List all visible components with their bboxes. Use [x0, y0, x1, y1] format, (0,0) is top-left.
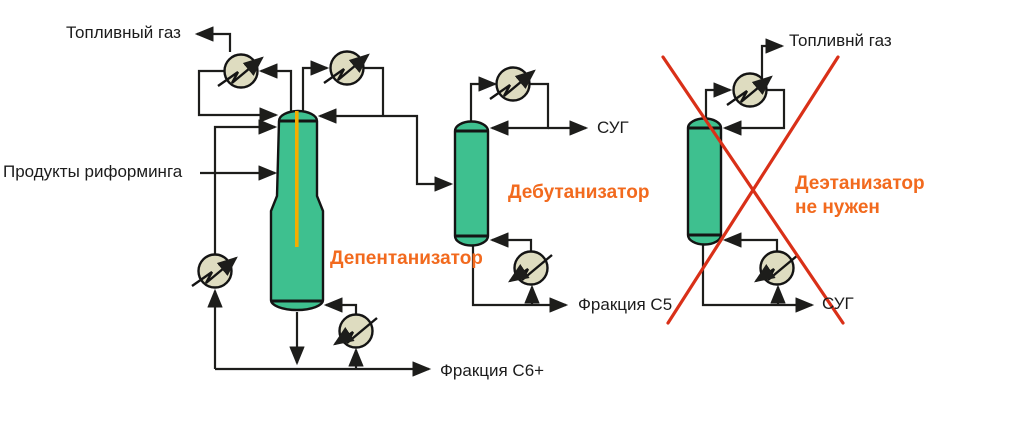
feed-label: Продукты риформинга	[3, 162, 183, 181]
reboiler1-heat-exchanger-icon	[333, 313, 378, 349]
fuel-gas-label-left: Топливный газ	[66, 23, 181, 42]
overhead-vapor-line-1	[258, 63, 293, 112]
depentanizer-piping	[194, 26, 454, 377]
depentanizer-column	[269, 109, 325, 312]
lpg-label-mid: СУГ	[597, 118, 629, 137]
debutanizer-bottoms-loop	[471, 243, 532, 307]
side-heater-heat-exchanger-icon	[191, 253, 238, 289]
depentanizer-label: Депентанизатор	[330, 248, 483, 269]
debutanizer-piping	[469, 76, 589, 313]
condenser2-heat-exchanger-icon	[323, 50, 370, 86]
deethanizer-label-line1: Деэтанизатор	[795, 173, 925, 194]
condenser1-heat-exchanger-icon	[217, 53, 264, 89]
debutanizer-overhead-line	[469, 76, 498, 122]
debutanizer-reflux-line	[489, 82, 550, 136]
condenser2-outlet-line	[363, 66, 385, 116]
fraction-c6-label: Фракция C6+	[440, 361, 545, 380]
deethanizer-piping	[701, 38, 815, 313]
overhead-vapor-line-2	[301, 60, 330, 112]
reboiler3-heat-exchanger-icon	[754, 250, 799, 286]
debutanizer-label: Дебутанизатор	[508, 182, 650, 203]
red-cross-out	[661, 55, 845, 325]
reboiler3-return-line	[722, 232, 779, 252]
deethanizer-column	[686, 117, 723, 246]
deethanizer-reflux-line	[722, 88, 786, 136]
debutanizer-column	[453, 120, 490, 247]
reboiler2-return-line	[489, 232, 533, 252]
lpg-label-right: СУГ	[822, 294, 854, 313]
cross-line-2	[666, 55, 840, 325]
condenser1-reflux-line	[197, 69, 279, 123]
internal-stripe	[295, 111, 299, 247]
side-heater-return-line	[213, 119, 278, 254]
reboiler2-heat-exchanger-icon	[508, 250, 553, 286]
fuel-gas-line-left	[194, 26, 232, 52]
distillate-to-debutanizer-line	[383, 114, 454, 192]
fraction-c5-label: Фракция C5	[578, 295, 673, 314]
condenser3-heat-exchanger-icon	[489, 66, 536, 102]
debutanizer-vessel	[453, 120, 490, 247]
deethanizer-bottoms-loop	[701, 242, 778, 307]
condenser4-heat-exchanger-icon	[726, 72, 773, 108]
fuel-gas-label-right: Топливнй газ	[789, 31, 892, 50]
deethanizer-label-line2: не нужен	[795, 197, 880, 218]
fuel-gas-line-right	[760, 38, 785, 78]
deethanizer-overhead-line	[704, 82, 733, 118]
reboiler1-return-line	[323, 297, 358, 315]
